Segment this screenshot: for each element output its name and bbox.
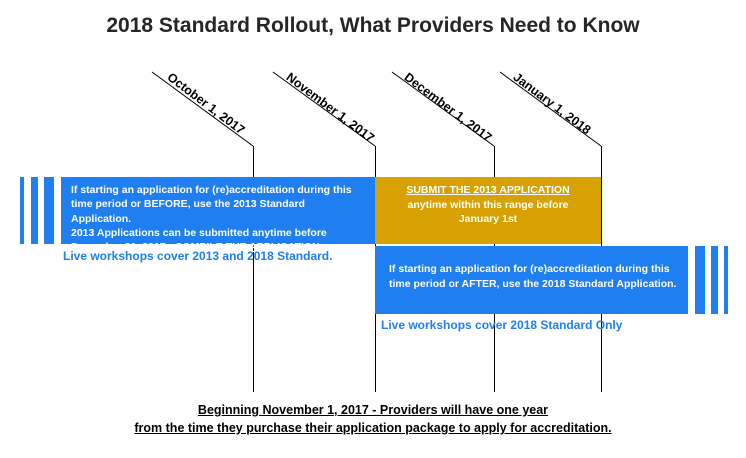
post-2018-application-box: If starting an application for (re)accre… [375,246,688,314]
right-box-line-1: If starting an application for (re)accre… [389,263,670,275]
left-box-line-1: If starting an application for (re)accre… [71,184,352,196]
left-stripe-2 [31,177,38,244]
footer-line-1: Beginning November 1, 2017 - Providers w… [197,403,549,417]
leader-oct [151,71,254,147]
gold-box-line-2: anytime within this range before [407,198,569,211]
timeline-line-oct [253,146,254,392]
leader-nov [272,71,376,147]
left-box-line-4: December 31, 2017 - COMPILE THE APPLICAT… [71,240,367,254]
left-box-deadline-text: December 31, 2017 - [71,241,175,254]
left-box-line-2: time period or BEFORE, use the 2013 Stan… [71,198,305,225]
diagram-title: 2018 Standard Rollout, What Providers Ne… [106,14,640,37]
right-box-line-2: time period or AFTER, use the 2018 Stand… [389,278,677,290]
leader-dec [391,71,495,147]
gold-box-line-3: January 1st [458,213,518,225]
left-workshop-note: Live workshops cover 2013 and 2018 Stand… [63,249,333,263]
right-workshop-note: Live workshops cover 2018 Standard Only [381,318,623,332]
left-stripe-3 [44,177,54,244]
footer-line-2: from the time they purchase their applic… [134,421,612,435]
right-stripe-1 [695,246,705,314]
pre-2018-application-box: If starting an application for (re)accre… [61,177,375,253]
submit-2013-application-link[interactable]: SUBMIT THE 2013 APPLICATION [406,184,570,196]
right-stripe-3 [724,246,728,314]
leader-jan [499,71,602,147]
left-box-line-3: 2013 Applications can be submitted anyti… [71,226,327,239]
left-stripe-1 [20,177,24,244]
right-stripe-2 [711,246,718,314]
compile-application-link[interactable]: COMPILE THE APPLICATION [174,241,320,254]
submit-2013-box: SUBMIT THE 2013 APPLICATION anytime with… [375,177,601,244]
